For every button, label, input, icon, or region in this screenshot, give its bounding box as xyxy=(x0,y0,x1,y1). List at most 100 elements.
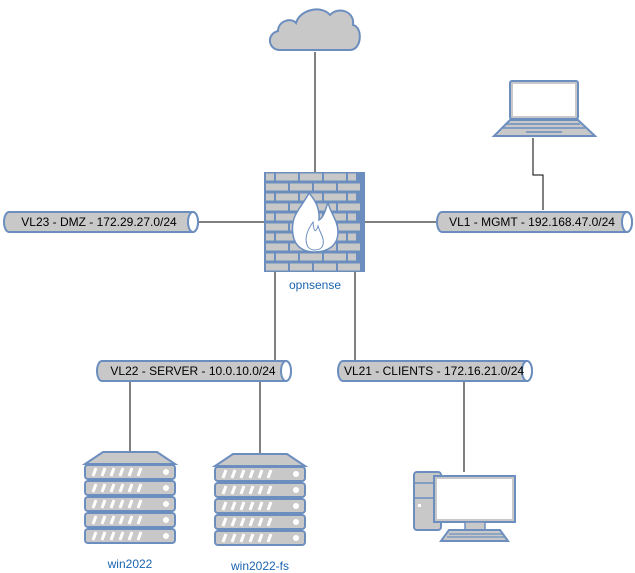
pipe-end xyxy=(521,360,533,382)
brick xyxy=(338,263,360,271)
vent xyxy=(136,531,143,541)
vent xyxy=(118,483,125,493)
vent xyxy=(230,485,237,495)
vent xyxy=(118,499,125,509)
vent xyxy=(239,469,246,479)
vent xyxy=(118,467,125,477)
server-icon[interactable] xyxy=(211,453,309,546)
brick xyxy=(276,193,298,201)
vent xyxy=(266,469,273,479)
vent xyxy=(91,531,98,541)
vent xyxy=(239,485,246,495)
vent xyxy=(221,485,228,495)
vent xyxy=(239,517,246,527)
links xyxy=(129,52,544,472)
vent xyxy=(100,531,107,541)
led xyxy=(163,533,169,539)
link-mgmt-laptop xyxy=(532,138,544,210)
brick xyxy=(266,223,288,231)
vent xyxy=(221,501,228,511)
vent xyxy=(100,483,107,493)
firewall-icon[interactable] xyxy=(264,172,365,272)
vent xyxy=(221,517,228,527)
pipe-end xyxy=(621,211,633,233)
desktop-pc-icon[interactable] xyxy=(413,471,516,542)
vent xyxy=(109,515,116,525)
server-win2022-fs-label: win2022-fs xyxy=(230,559,289,573)
led xyxy=(293,535,299,541)
brick xyxy=(348,213,356,221)
brick xyxy=(338,203,360,211)
vent xyxy=(109,483,116,493)
vent xyxy=(91,499,98,509)
flame-inner xyxy=(305,220,324,251)
brick xyxy=(290,263,312,271)
vlan-server-label: VL22 - SERVER - 10.0.10.0/24 xyxy=(110,364,276,378)
brick xyxy=(338,183,360,191)
vent xyxy=(257,533,264,543)
led xyxy=(163,485,169,491)
brick xyxy=(348,193,356,201)
brick xyxy=(266,193,274,201)
brick xyxy=(300,253,322,261)
vlan-server[interactable] xyxy=(96,360,292,382)
vent xyxy=(221,533,228,543)
vent xyxy=(239,533,246,543)
brick xyxy=(266,183,288,191)
vent xyxy=(248,517,255,527)
brick xyxy=(300,173,322,181)
vent xyxy=(109,531,116,541)
vent xyxy=(257,517,264,527)
cloud-icon[interactable] xyxy=(269,8,361,51)
vent xyxy=(109,467,116,477)
vent xyxy=(257,469,264,479)
vent xyxy=(248,469,255,479)
vent xyxy=(100,499,107,509)
vent xyxy=(248,485,255,495)
brick xyxy=(314,263,336,271)
pipe-end xyxy=(187,211,199,233)
brick xyxy=(276,213,298,221)
vlan-clients[interactable] xyxy=(337,360,533,382)
brick xyxy=(348,233,356,241)
vent xyxy=(127,467,134,477)
vlan-clients-label: VL21 - CLIENTS - 172.16.21.0/24 xyxy=(344,364,524,378)
vent xyxy=(257,501,264,511)
vent xyxy=(230,517,237,527)
vent xyxy=(127,483,134,493)
pipe-end xyxy=(280,360,292,382)
vent xyxy=(127,515,134,525)
brick xyxy=(266,243,288,251)
vent xyxy=(127,499,134,509)
brick xyxy=(314,203,336,211)
brick xyxy=(266,203,288,211)
brick xyxy=(338,243,360,251)
vent xyxy=(109,499,116,509)
vlan-dmz[interactable] xyxy=(3,211,199,233)
brick xyxy=(276,233,298,241)
vent xyxy=(118,515,125,525)
brick xyxy=(266,213,274,221)
brick xyxy=(324,253,346,261)
brick xyxy=(266,253,274,261)
led xyxy=(163,517,169,523)
server-icon[interactable] xyxy=(81,451,179,544)
led xyxy=(293,471,299,477)
vent xyxy=(100,515,107,525)
vent xyxy=(266,485,273,495)
vlan-mgmt[interactable] xyxy=(436,211,633,233)
brick xyxy=(348,173,356,181)
vent xyxy=(230,533,237,543)
firewall-label: opnsense xyxy=(289,278,341,292)
vlan-dmz-label: VL23 - DMZ - 172.29.27.0/24 xyxy=(21,215,177,229)
vent xyxy=(239,501,246,511)
flame-icon xyxy=(291,191,339,253)
brick xyxy=(266,173,274,181)
laptop-icon[interactable] xyxy=(491,80,598,137)
vent xyxy=(136,499,143,509)
vent xyxy=(266,533,273,543)
brick xyxy=(266,233,274,241)
server-top xyxy=(81,451,179,465)
vent xyxy=(136,483,143,493)
